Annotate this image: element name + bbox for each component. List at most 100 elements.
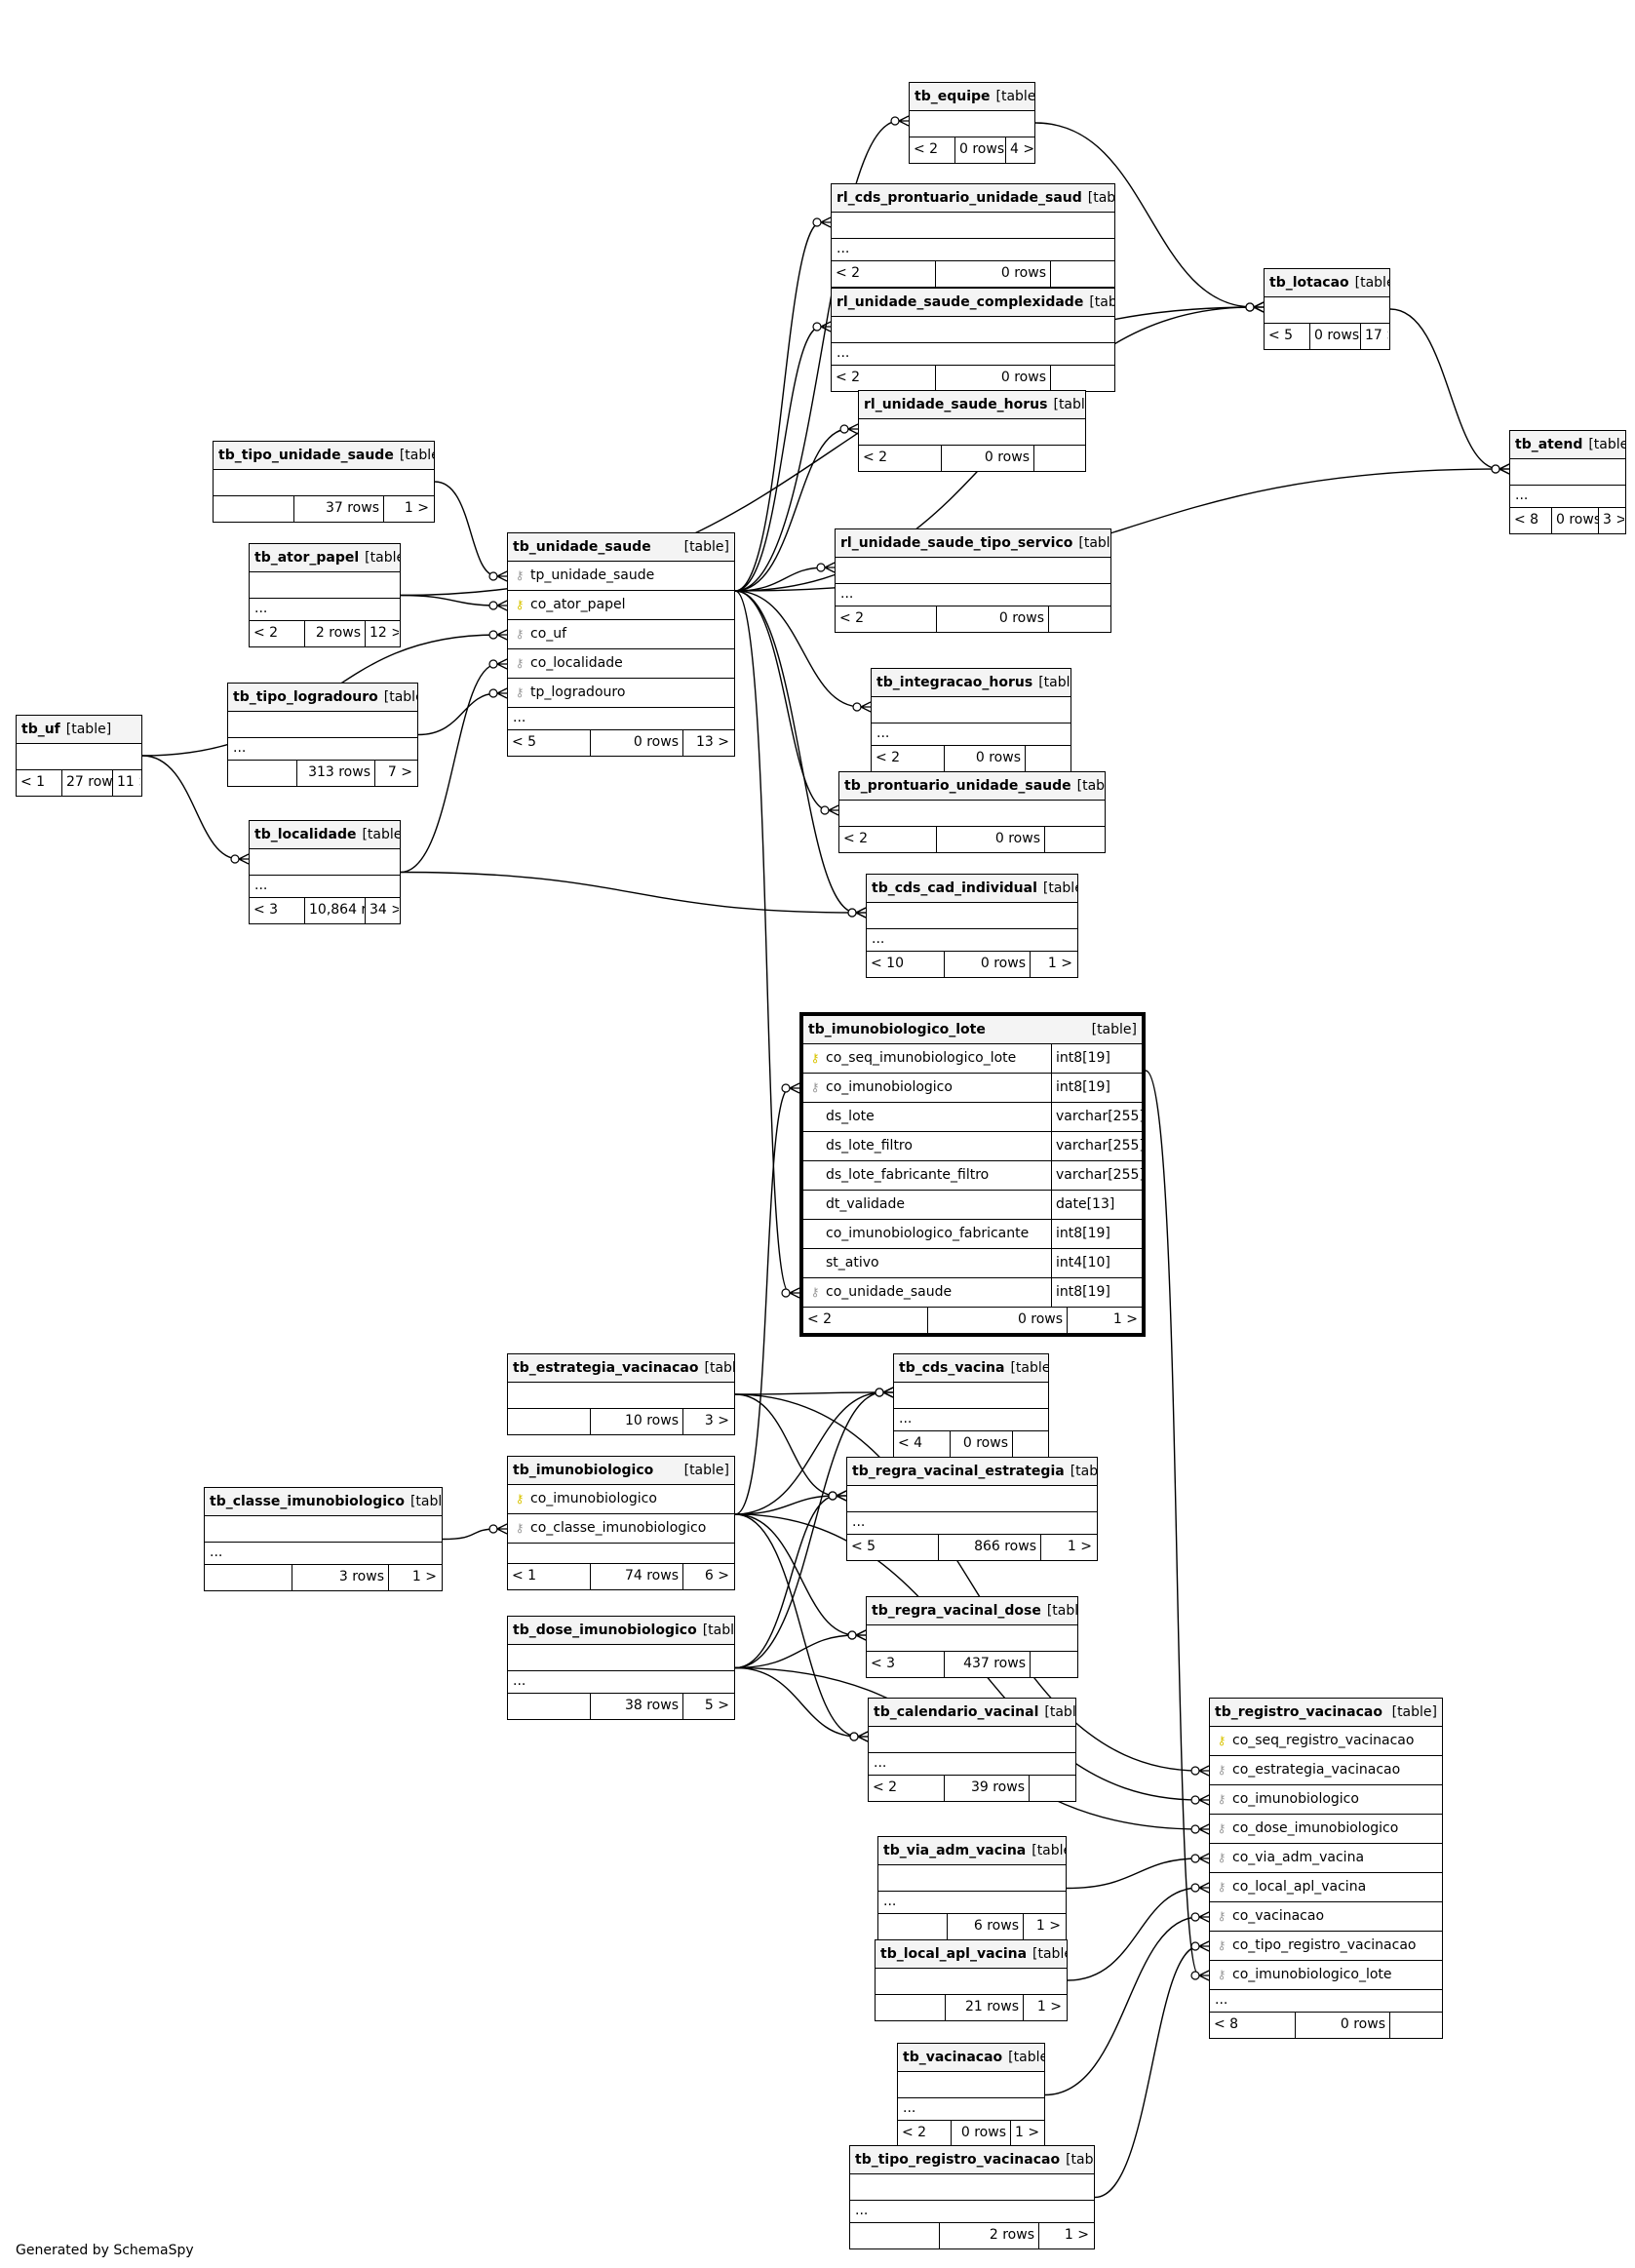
children-count[interactable]: 1 > <box>411 1569 437 1584</box>
column-row[interactable]: ⚷co_classe_imunobiologico <box>508 1514 734 1544</box>
children-count[interactable]: 3 > <box>704 1413 729 1428</box>
more-columns-indicator[interactable]: ... <box>250 876 400 898</box>
parents-count[interactable]: < 5 <box>1265 324 1310 349</box>
table-name[interactable]: tb_regra_vacinal_estrategia <box>852 1464 1065 1479</box>
parents-count[interactable]: < 5 <box>847 1535 939 1560</box>
table-name[interactable]: tb_imunobiologico_lote <box>808 1022 986 1037</box>
table-rl-cds-prontuario-unidade-saud[interactable]: rl_cds_prontuario_unidade_saud[table]...… <box>831 183 1115 288</box>
more-columns-indicator[interactable]: ... <box>894 1409 1048 1431</box>
column-row[interactable]: ⚷co_local_apl_vacina <box>1210 1873 1442 1902</box>
table-name[interactable]: tb_ator_papel <box>254 550 360 566</box>
children-count[interactable]: 4 > <box>1010 141 1033 157</box>
children-count[interactable] <box>1045 827 1104 852</box>
children-count[interactable]: 1 > <box>1035 1918 1061 1934</box>
table-name[interactable]: tb_equipe <box>915 89 991 104</box>
column-row[interactable]: ⚷co_via_adm_vacina <box>1210 1844 1442 1873</box>
table-rl-unidade-saude-complexidade[interactable]: rl_unidade_saude_complexidade[table]...<… <box>831 288 1115 392</box>
table-tb-tipo-registro-vacinacao[interactable]: tb_tipo_registro_vacinacao[table]...2 ro… <box>849 2145 1095 2249</box>
more-columns-indicator[interactable]: ... <box>508 708 734 730</box>
parents-count[interactable] <box>876 1995 946 2020</box>
table-tb-cds-vacina[interactable]: tb_cds_vacina[table]...< 40 rows <box>893 1353 1049 1458</box>
table-name[interactable]: tb_prontuario_unidade_saude <box>844 778 1071 794</box>
more-columns-indicator[interactable]: ... <box>878 1892 1066 1914</box>
column-row[interactable]: ⚷co_dose_imunobiologico <box>1210 1815 1442 1844</box>
column-row[interactable]: ⚷co_ator_papel <box>508 591 734 620</box>
column-row[interactable]: ⚷co_imunobiologico <box>508 1485 734 1514</box>
table-rl-unidade-saude-tipo-servico[interactable]: rl_unidade_saude_tipo_servico[table]...<… <box>835 528 1111 633</box>
table-name[interactable]: tb_integracao_horus <box>876 675 1033 690</box>
more-columns-indicator[interactable]: ... <box>228 738 417 761</box>
children-count[interactable] <box>1026 746 1070 771</box>
table-tb-imunobiologico-lote[interactable]: tb_imunobiologico_lote[table]⚷co_seq_imu… <box>799 1012 1146 1337</box>
table-tb-registro-vacinacao[interactable]: tb_registro_vacinacao[table]⚷co_seq_regi… <box>1209 1698 1443 2039</box>
table-name[interactable]: tb_classe_imunobiologico <box>210 1494 405 1509</box>
parents-count[interactable]: < 2 <box>836 606 937 632</box>
more-columns-indicator[interactable]: ... <box>850 2201 1094 2223</box>
more-columns-indicator[interactable]: ... <box>872 723 1071 746</box>
children-count[interactable]: 1 > <box>1112 1311 1138 1327</box>
children-count[interactable]: 13 > <box>696 734 729 750</box>
children-count[interactable] <box>1051 366 1113 391</box>
column-row[interactable]: ⚷co_seq_registro_vacinacao <box>1210 1727 1442 1756</box>
children-count[interactable] <box>1030 1776 1074 1801</box>
column-row[interactable]: ⚷co_estrategia_vacinacao <box>1210 1756 1442 1785</box>
parents-count[interactable]: < 1 <box>508 1564 591 1589</box>
parents-count[interactable]: < 2 <box>803 1308 929 1333</box>
table-name[interactable]: tb_estrategia_vacinacao <box>513 1360 699 1376</box>
children-count[interactable]: 5 > <box>704 1698 729 1713</box>
parents-count[interactable]: < 3 <box>867 1652 945 1677</box>
table-name[interactable]: tb_calendario_vacinal <box>874 1704 1039 1720</box>
parents-count[interactable]: < 4 <box>894 1431 951 1457</box>
table-name[interactable]: tb_tipo_unidade_saude <box>218 448 394 463</box>
children-count[interactable]: 1 > <box>1067 1539 1092 1554</box>
table-tb-prontuario-unidade-saude[interactable]: tb_prontuario_unidade_saude[table]< 20 r… <box>838 771 1106 853</box>
table-name[interactable]: tb_via_adm_vacina <box>883 1843 1027 1858</box>
table-name[interactable]: rl_unidade_saude_horus <box>864 397 1048 412</box>
column-row[interactable]: ⚷co_localidade <box>508 649 734 679</box>
parents-count[interactable]: < 2 <box>839 827 937 852</box>
table-name[interactable]: tb_unidade_saude <box>513 539 651 555</box>
table-name[interactable]: tb_tipo_registro_vacinacao <box>855 2152 1061 2168</box>
table-tb-calendario-vacinal[interactable]: tb_calendario_vacinal[table]...< 239 row… <box>868 1698 1076 1802</box>
children-count[interactable] <box>1049 606 1109 632</box>
children-count[interactable]: 7 > <box>387 764 412 780</box>
table-tb-classe-imunobiologico[interactable]: tb_classe_imunobiologico[table]...3 rows… <box>204 1487 443 1591</box>
table-name[interactable]: tb_uf <box>21 722 60 737</box>
table-name[interactable]: rl_unidade_saude_complexidade <box>837 294 1084 310</box>
table-tb-dose-imunobiologico[interactable]: tb_dose_imunobiologico[table]...38 rows5… <box>507 1616 735 1720</box>
children-count[interactable] <box>1013 1431 1047 1457</box>
more-columns-indicator[interactable]: ... <box>1210 1990 1442 2013</box>
children-count[interactable]: 17 > <box>1365 328 1388 343</box>
table-name[interactable]: tb_lotacao <box>1269 275 1349 291</box>
parents-count[interactable]: < 2 <box>872 746 945 771</box>
children-count[interactable] <box>1051 261 1113 287</box>
parents-count[interactable]: < 3 <box>250 898 305 923</box>
parents-count[interactable]: < 8 <box>1210 2013 1296 2038</box>
table-name[interactable]: tb_localidade <box>254 827 357 842</box>
parents-count[interactable]: < 2 <box>859 446 942 471</box>
parents-count[interactable]: < 5 <box>508 730 591 756</box>
parents-count[interactable] <box>850 2223 940 2248</box>
table-name[interactable]: tb_cds_vacina <box>899 1360 1005 1376</box>
more-columns-indicator[interactable]: ... <box>508 1671 734 1694</box>
column-row[interactable]: ⚷co_imunobiologico <box>1210 1785 1442 1815</box>
parents-count[interactable] <box>205 1565 292 1590</box>
table-tb-unidade-saude[interactable]: tb_unidade_saude[table]⚷tp_unidade_saude… <box>507 532 735 757</box>
column-row[interactable]: ⚷tp_logradouro <box>508 679 734 708</box>
table-tb-integracao-horus[interactable]: tb_integracao_horus[table]...< 20 rows <box>871 668 1071 772</box>
table-name[interactable]: tb_tipo_logradouro <box>233 689 378 705</box>
parents-count[interactable]: < 2 <box>910 137 955 163</box>
